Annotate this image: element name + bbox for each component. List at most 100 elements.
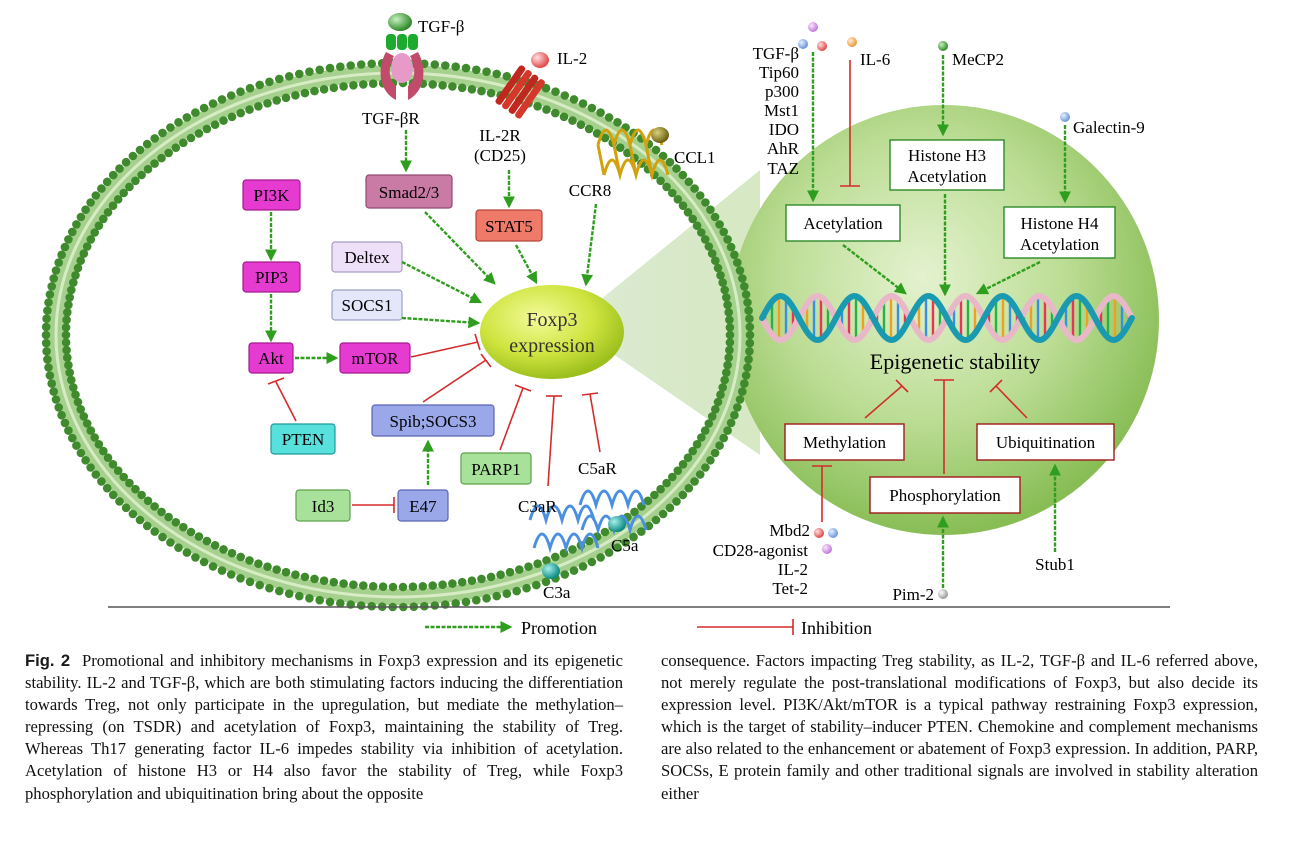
- lipid-head: [741, 371, 751, 380]
- lipid-head: [336, 62, 345, 71]
- svg-text:STAT5: STAT5: [485, 217, 533, 236]
- svg-text:p300: p300: [765, 82, 799, 101]
- galectin9-label: Galectin-9: [1073, 118, 1145, 137]
- lipid-head: [722, 293, 731, 302]
- lipid-head: [60, 418, 70, 428]
- lipid-head: [673, 195, 683, 204]
- lipid-head: [496, 570, 505, 579]
- svg-text:SOCS1: SOCS1: [341, 296, 392, 315]
- node-pip3: PIP3: [242, 261, 301, 293]
- node-smad: Smad2/3: [365, 174, 453, 209]
- lipid-head: [683, 208, 693, 217]
- lipid-head: [706, 205, 715, 214]
- lipid-head: [194, 129, 204, 138]
- lipid-head: [482, 594, 491, 603]
- lipid-head: [191, 108, 200, 117]
- lipid-head: [245, 577, 255, 587]
- svg-text:Smad2/3: Smad2/3: [379, 183, 439, 202]
- lipid-head: [325, 63, 335, 73]
- lipid-head: [368, 582, 378, 591]
- lipid-head: [723, 235, 732, 244]
- lipid-head: [672, 164, 681, 173]
- lipid-head: [202, 124, 212, 134]
- lipid-head: [102, 483, 112, 493]
- lipid-head: [578, 99, 588, 108]
- lipid-head: [451, 599, 461, 608]
- lipid-head: [255, 580, 264, 590]
- lipid-head: [587, 557, 597, 567]
- lipid-head: [356, 60, 366, 69]
- lipid-head: [171, 143, 181, 152]
- lipid-head: [723, 426, 732, 435]
- lipid-head: [725, 330, 735, 340]
- lipid-head: [524, 562, 533, 571]
- lipid-head: [99, 446, 108, 456]
- lipid-head: [662, 182, 671, 192]
- lipid-head: [142, 139, 152, 149]
- lipid-head: [119, 188, 128, 198]
- lipid-head: [690, 477, 699, 486]
- lipid-head: [115, 497, 124, 506]
- lipid-head: [108, 460, 118, 469]
- lipid-head: [310, 86, 319, 96]
- lipid-head: [67, 285, 76, 295]
- lipid-head: [715, 220, 724, 229]
- lipid-head: [467, 576, 477, 585]
- lipid-head: [339, 82, 348, 91]
- lipid-head: [336, 599, 345, 608]
- lipid-head: [428, 581, 438, 590]
- lipid-head: [131, 484, 140, 494]
- lipid-head: [568, 116, 577, 125]
- lipid-head: [733, 403, 742, 412]
- lipid-head: [621, 538, 630, 547]
- lipid-head: [208, 99, 218, 108]
- lipid-head: [143, 496, 153, 506]
- node-stat5: STAT5: [475, 209, 543, 242]
- lipid-head: [54, 258, 63, 267]
- lipid-head: [199, 103, 209, 113]
- lipid-head: [339, 579, 348, 588]
- lipid-head: [665, 503, 675, 513]
- lipid-head: [174, 543, 183, 552]
- lipid-head: [90, 228, 99, 237]
- lipid-head: [131, 176, 140, 186]
- lipid-head: [94, 440, 104, 449]
- sphere-inhibition-lines: [812, 60, 1028, 522]
- lipid-head: [310, 574, 319, 584]
- lipid-head: [79, 412, 89, 421]
- lipid-head: [63, 353, 72, 362]
- svg-text:IL-2: IL-2: [778, 560, 808, 579]
- lipid-head: [745, 347, 754, 356]
- lipid-head: [64, 235, 73, 244]
- lipid-head: [551, 108, 560, 118]
- lipid-head: [726, 242, 736, 252]
- cell-promotion-arrows: [265, 130, 598, 485]
- lipid-head: [719, 227, 728, 237]
- lipid-head: [76, 212, 86, 222]
- legend-promotion-label: Promotion: [521, 618, 597, 638]
- lipid-head: [668, 472, 677, 482]
- lipid-head: [329, 83, 339, 93]
- lipid-head: [137, 170, 146, 180]
- lipid-head: [492, 69, 502, 79]
- lipid-head: [678, 170, 688, 180]
- svg-text:Mst1: Mst1: [764, 101, 799, 120]
- lipid-head: [515, 565, 524, 574]
- lipid-head: [295, 69, 304, 79]
- ccl1-ligand: [651, 127, 669, 143]
- lipid-head: [740, 282, 749, 291]
- lipid-head: [724, 353, 733, 362]
- svg-text:Histone H3: Histone H3: [908, 146, 986, 165]
- svg-text:Akt: Akt: [258, 349, 284, 368]
- lipid-head: [115, 164, 124, 173]
- acetylation-input-list: TGF-β Tip60 p300 Mst1 IDO AhR TAZ: [753, 44, 800, 178]
- node-parp1: PARP1: [460, 452, 532, 485]
- lipid-head: [600, 133, 610, 143]
- lipid-head: [68, 227, 77, 237]
- lipid-head: [245, 83, 255, 93]
- lipid-head: [637, 527, 646, 536]
- lipid-head: [725, 345, 734, 355]
- methylation-input-list: Mbd2 CD28-agonist IL-2 Tet-2: [713, 521, 810, 598]
- lipid-head: [596, 108, 605, 117]
- lipid-head: [522, 583, 531, 593]
